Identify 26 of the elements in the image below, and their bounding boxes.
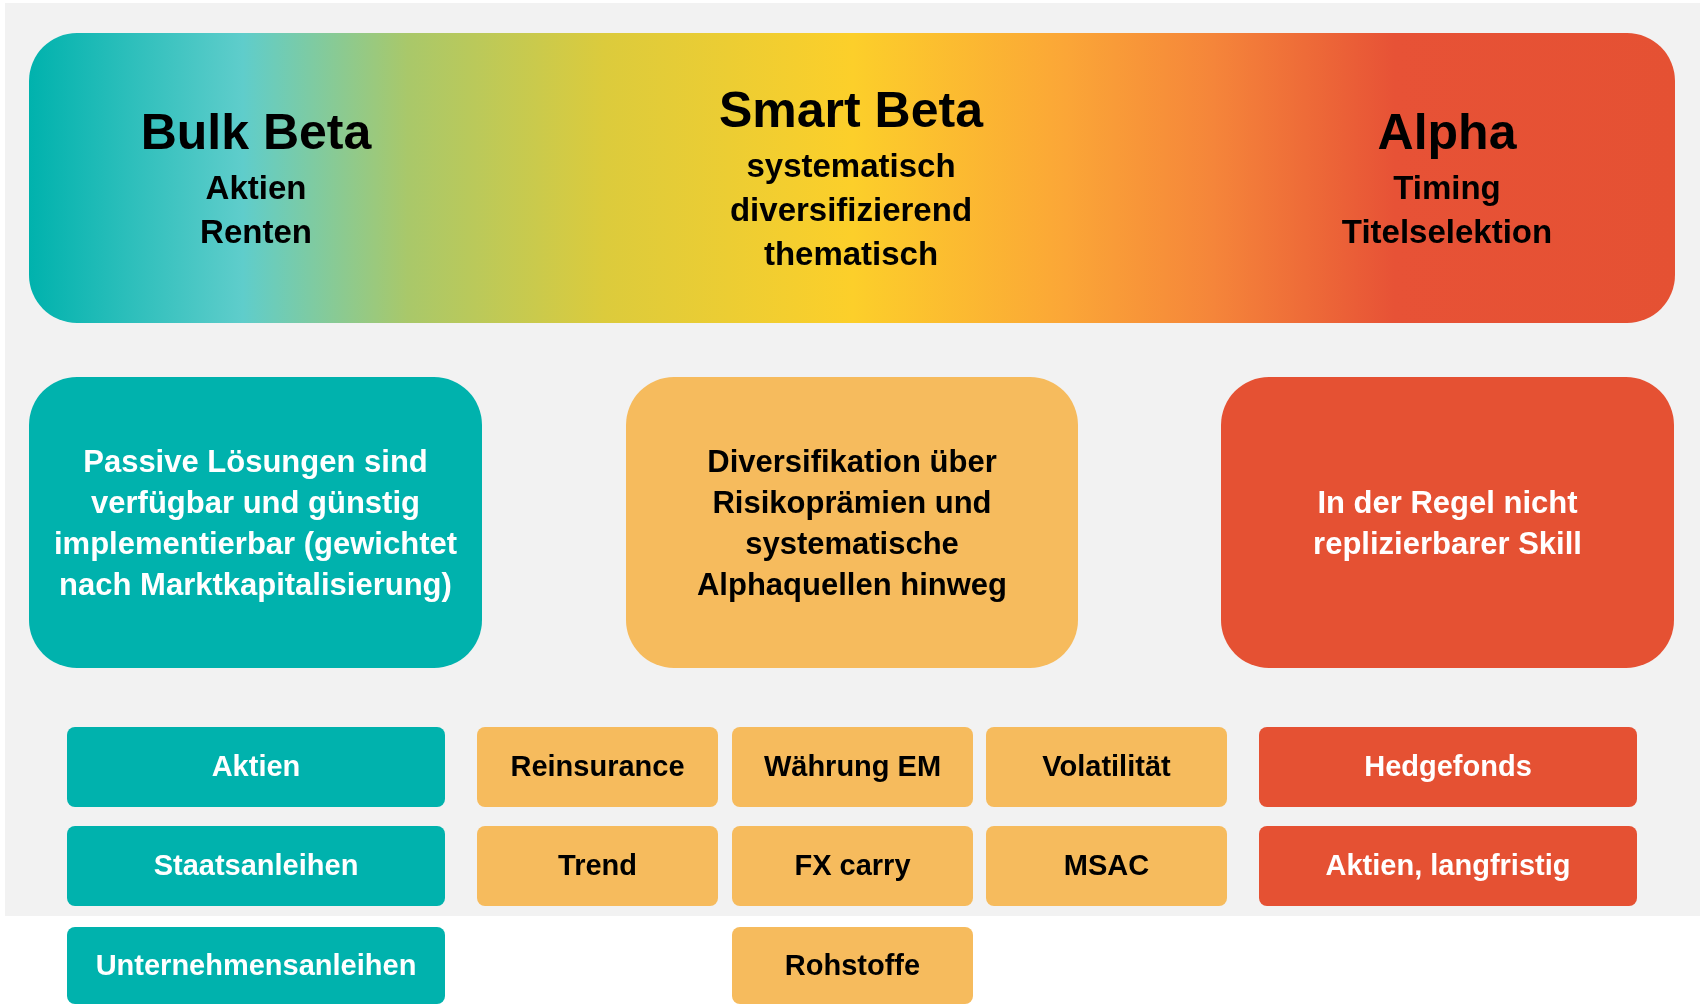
category-box: Aktien bbox=[67, 727, 445, 807]
heading: Alpha bbox=[1377, 103, 1517, 162]
category-box: Staatsanleihen bbox=[67, 826, 445, 906]
category-box: FX carry bbox=[732, 826, 973, 906]
category-box: MSAC bbox=[986, 826, 1227, 906]
subheading: Titelselektion bbox=[1341, 212, 1553, 252]
category-box: Währung EM bbox=[732, 727, 973, 807]
gradient-band bbox=[29, 33, 1675, 323]
heading: Bulk Beta bbox=[140, 103, 372, 162]
category-box: Reinsurance bbox=[477, 727, 718, 807]
subheading: Timing bbox=[1393, 168, 1501, 208]
category-box: Aktien, langfristig bbox=[1259, 826, 1637, 906]
subheading: thematisch bbox=[763, 234, 939, 274]
subheading: diversifizierend bbox=[729, 190, 973, 230]
description-box: Passive Lösungen sind verfügbar und günstig implementierbar (gewichtet nach Marktkapitalisierung) bbox=[29, 377, 482, 668]
subheading: systematisch bbox=[746, 146, 956, 186]
description-box: In der Regel nicht replizierbarer Skill bbox=[1221, 377, 1674, 668]
heading: Smart Beta bbox=[719, 81, 983, 140]
category-box: Hedgefonds bbox=[1259, 727, 1637, 807]
subheading: Aktien bbox=[205, 168, 307, 208]
category-box: Volatilität bbox=[986, 727, 1227, 807]
description-box: Diversifikation über Risikoprämien und systematische Alphaquellen hinweg bbox=[626, 377, 1078, 668]
subheading: Renten bbox=[200, 212, 312, 252]
category-box: Trend bbox=[477, 826, 718, 906]
category-box: Rohstoffe bbox=[732, 927, 973, 1004]
category-box: Unternehmensanleihen bbox=[67, 927, 445, 1004]
